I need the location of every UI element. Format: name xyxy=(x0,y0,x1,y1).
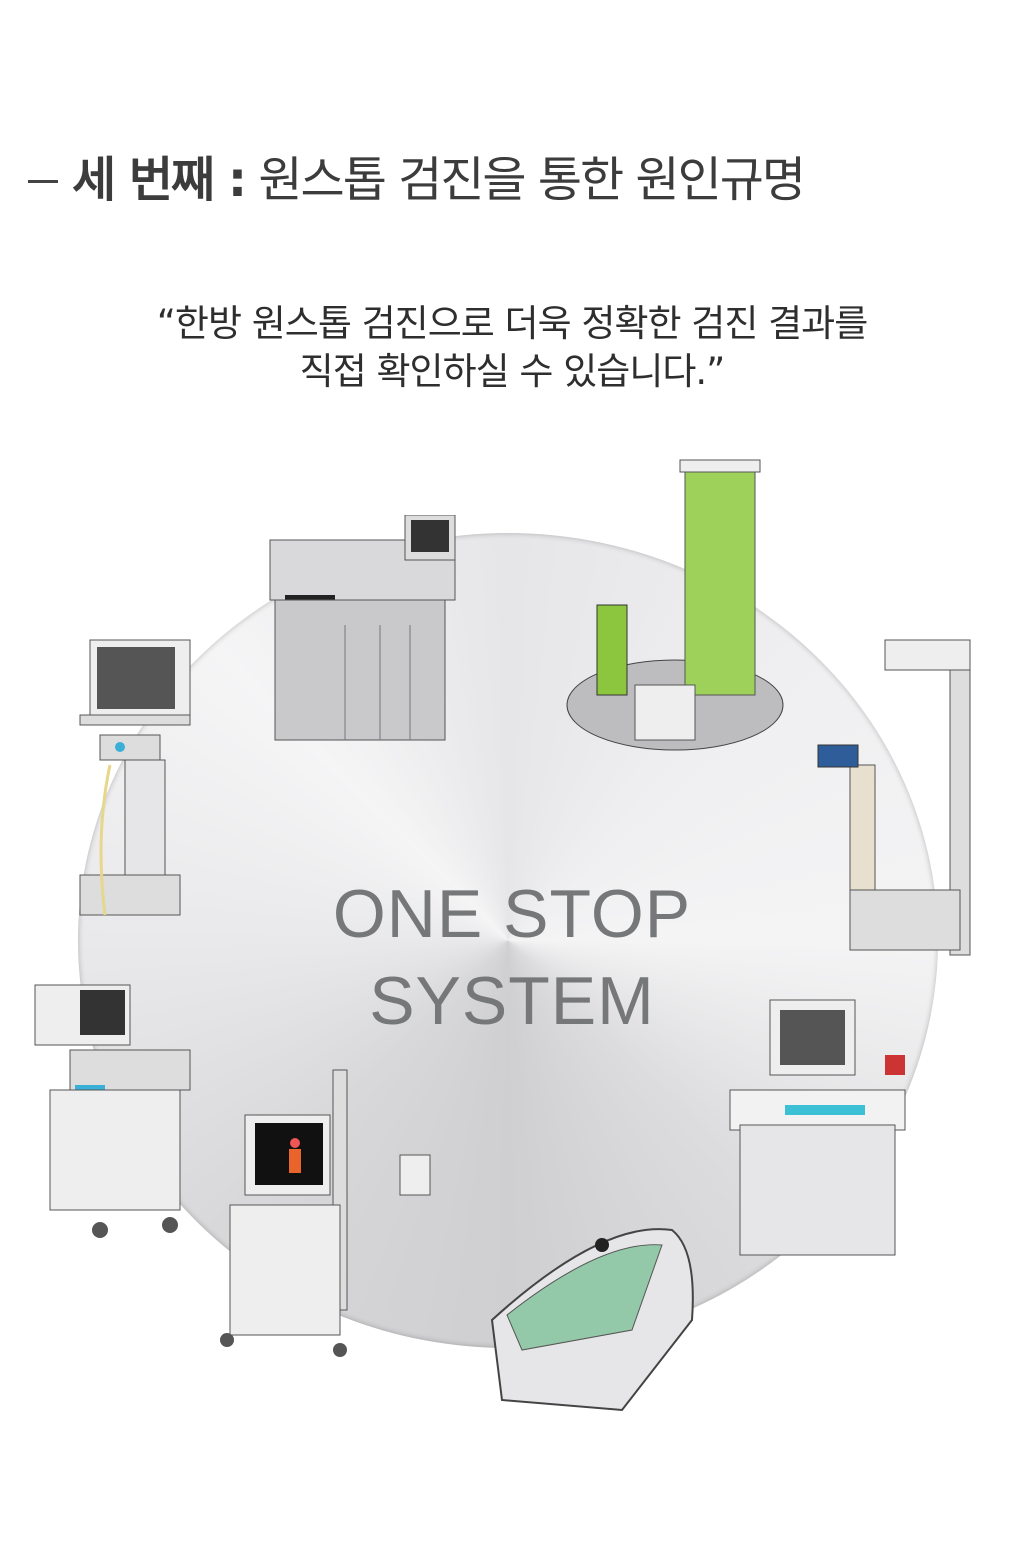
title-prefix: 세 번째 : xyxy=(72,152,247,208)
quote: “한방 원스톱 검진으로 더욱 정확한 검진 결과를 직접 확인하실 수 있습니… xyxy=(0,300,1024,396)
title-dash xyxy=(28,180,58,183)
body-composition-scanner-icon xyxy=(566,459,784,751)
quote-line-1: “한방 원스톱 검진으로 더욱 정확한 검진 결과를 xyxy=(156,302,869,345)
monitor-cart-icon xyxy=(79,639,191,916)
center-label-line-1: ONE STOP xyxy=(332,876,692,952)
page-title: 세 번째 : 원스톱 검진을 통한 원인규명 xyxy=(72,140,806,210)
title-text: 원스톱 검진을 통한 원인규명 xyxy=(258,152,806,208)
center-label-line-2: SYSTEM xyxy=(369,963,655,1039)
blood-analyzer-icon xyxy=(269,515,456,741)
quote-line-2: 직접 확인하실 수 있습니다.” xyxy=(299,350,726,393)
posture-analyzer-icon xyxy=(220,1069,431,1357)
ecg-station-icon xyxy=(729,999,906,1256)
height-weight-scale-icon xyxy=(817,639,971,956)
thermography-device-icon xyxy=(490,1228,694,1412)
ultrasound-machine-icon xyxy=(34,984,191,1238)
